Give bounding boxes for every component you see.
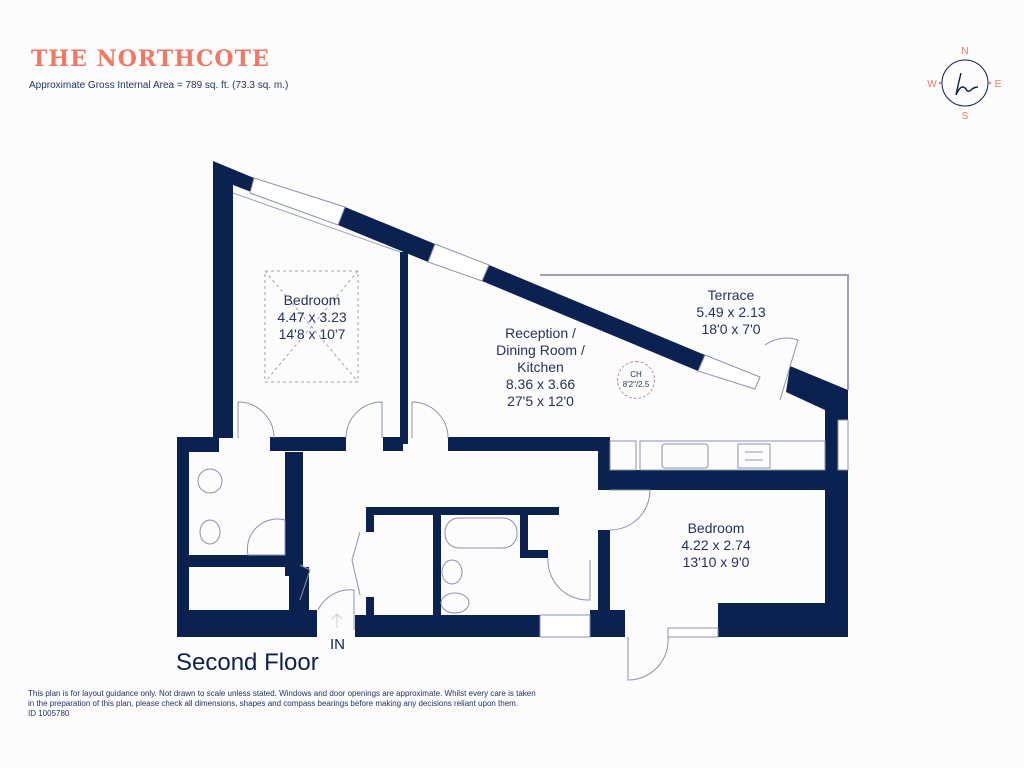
disclaimer: This plan is for layout guidance only. N… (28, 689, 568, 719)
room-imperial: 13'10 x 9'0 (682, 554, 750, 570)
room-metric: 5.49 x 2.13 (696, 304, 766, 320)
disclaimer-line-2: in the preparation of this plan, please … (28, 699, 519, 708)
ch-value: 8'2"/2.5 (622, 380, 650, 389)
walls (177, 161, 848, 637)
compass-icon: N S W E (927, 46, 1002, 122)
property-title: THE NORTHCOTE (31, 46, 270, 72)
room-reception: Reception / Dining Room / Kitchen 8.36 x… (478, 325, 603, 410)
floor-label: Second Floor (176, 649, 319, 676)
room-bedroom-2: Bedroom 4.22 x 2.74 13'10 x 9'0 (666, 520, 766, 571)
compass-e: E (995, 79, 1002, 90)
room-terrace: Terrace 5.49 x 2.13 18'0 x 7'0 (681, 287, 781, 338)
disclaimer-line-1: This plan is for layout guidance only. N… (28, 689, 536, 698)
room-imperial: 18'0 x 7'0 (701, 321, 761, 337)
room-name-line1: Reception / (505, 325, 576, 341)
room-name: Terrace (707, 287, 755, 303)
compass-s: S (962, 111, 969, 122)
entrance-label: IN (330, 636, 345, 653)
room-metric: 8.36 x 3.66 (505, 376, 576, 392)
room-metric: 4.22 x 2.74 (681, 537, 751, 553)
ceiling-height-badge: CH 8'2"/2.5 (617, 361, 655, 399)
plan-id: ID 1005780 (28, 709, 70, 718)
room-name: Bedroom (283, 292, 341, 308)
logo-h-icon (955, 72, 979, 96)
room-name-line3: Kitchen (517, 359, 564, 375)
room-metric: 4.47 x 3.23 (277, 309, 347, 325)
gross-internal-area: Approximate Gross Internal Area = 789 sq… (29, 80, 289, 91)
room-bedroom-1: Bedroom 4.47 x 3.23 14'8 x 10'7 (262, 292, 362, 343)
room-imperial: 27'5 x 12'0 (507, 393, 574, 409)
room-name: Bedroom (687, 520, 745, 536)
entrance-arrow-icon (331, 613, 343, 628)
ch-label: CH (630, 370, 642, 379)
room-name-line2: Dining Room / (496, 342, 585, 358)
compass-w: W (927, 79, 937, 90)
compass-n: N (961, 46, 968, 57)
room-imperial: 14'8 x 10'7 (278, 326, 346, 342)
